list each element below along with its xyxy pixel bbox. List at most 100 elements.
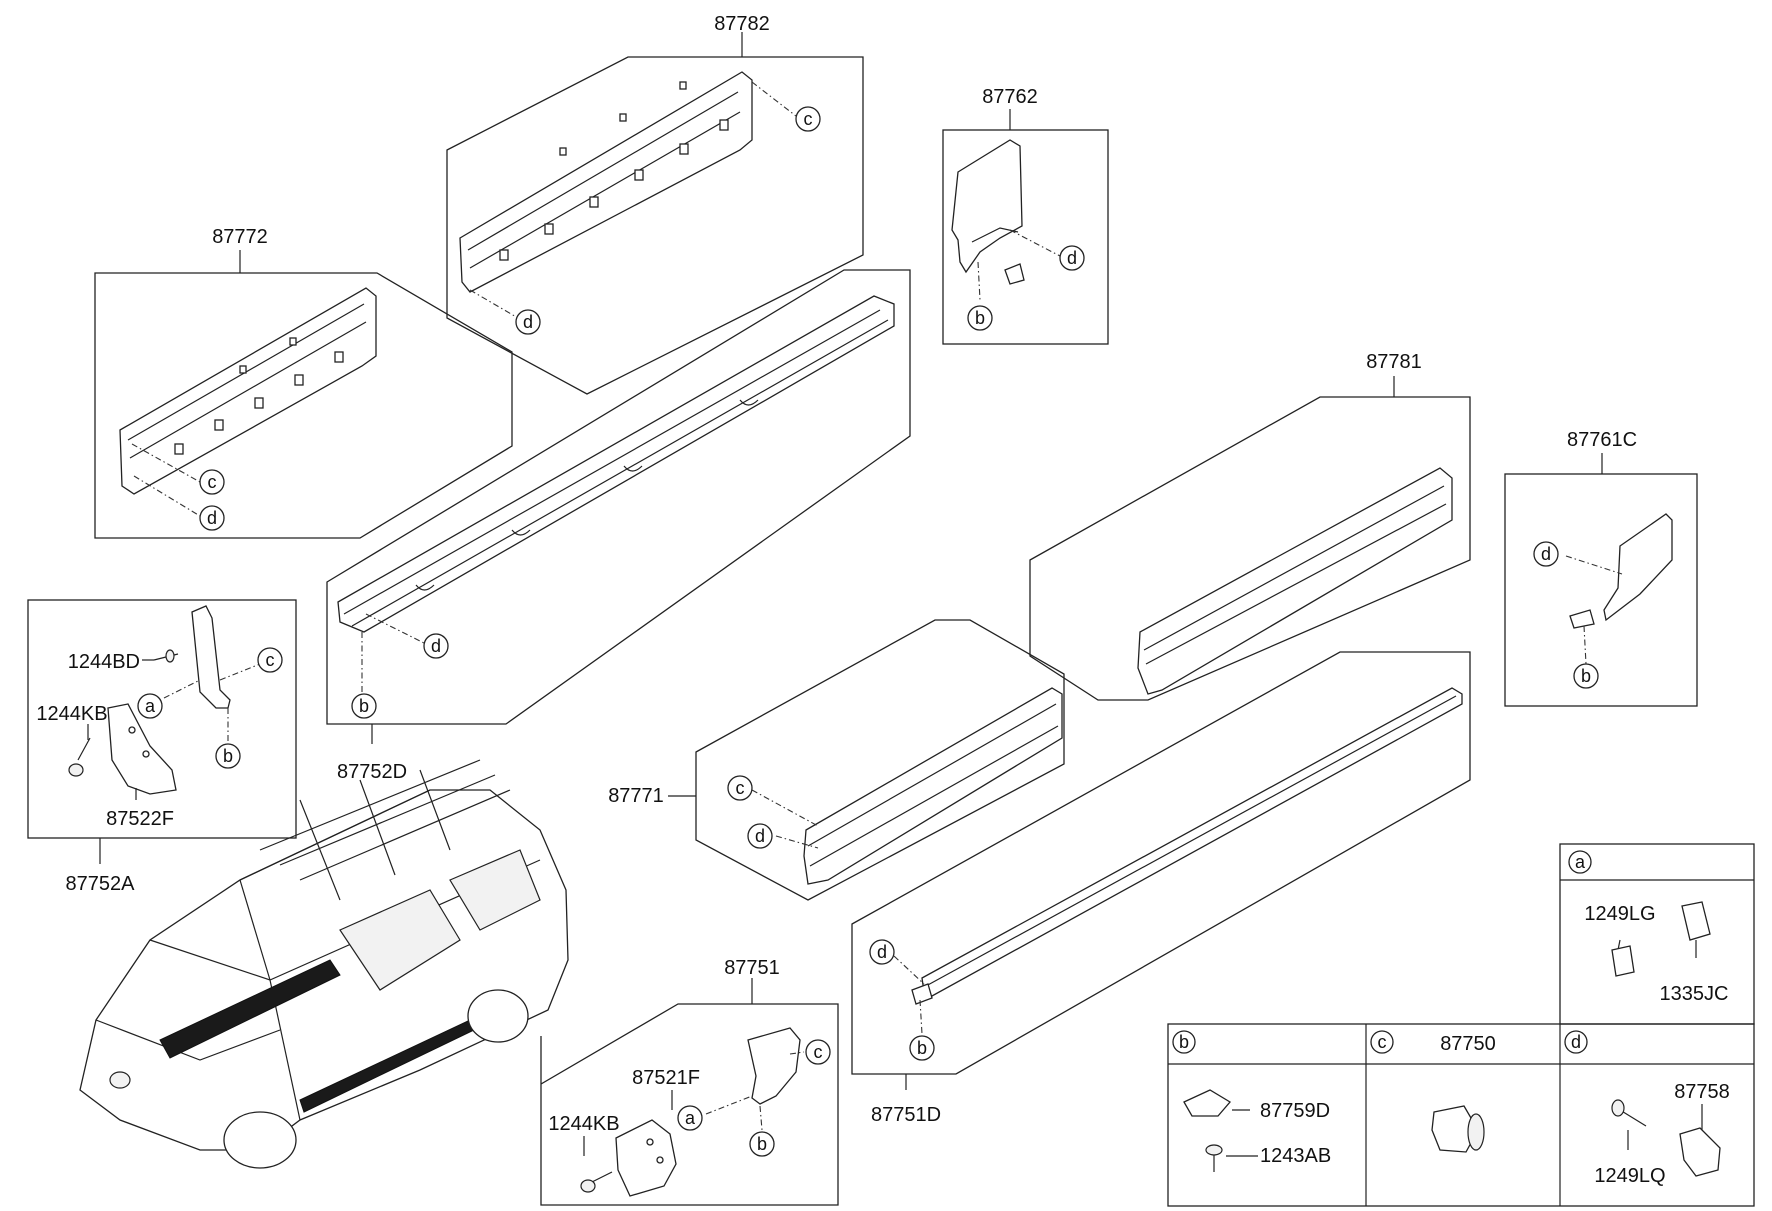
callout-d-87762: d [1059,245,1085,271]
legend-header-b: b [1172,1030,1196,1054]
label-87761C: 87761C [1567,429,1637,451]
callout-d-87771: d [747,823,773,849]
svg-text:b: b [1179,1032,1189,1052]
label-87762: 87762 [982,86,1038,108]
callout-d-87782: d [515,309,541,335]
callout-c-87751: c [805,1039,831,1065]
part-87521F-mudguard [615,1119,677,1197]
panel-87772: 87772 [94,226,513,539]
callout-d-87772: d [199,505,225,531]
svg-text:c: c [208,472,217,492]
svg-text:b: b [223,746,233,766]
svg-text:d: d [877,942,887,962]
part-87522F-mudguard [107,703,177,795]
legend-header-c: c [1370,1030,1394,1054]
svg-text:c: c [266,650,275,670]
svg-text:d: d [1067,248,1077,268]
svg-text:a: a [145,696,156,716]
van-highlight-strip [159,959,341,1059]
clip-row-87772 [174,337,344,455]
callout-d-87761C: d [1533,541,1559,567]
svg-text:c: c [804,109,813,129]
legend-d-parts: 87758 1249LQ [1594,1081,1729,1187]
notches-87752D [415,399,759,591]
callout-b-87751: b [749,1131,775,1157]
svg-text:d: d [431,636,441,656]
label-1249LG: 1249LG [1584,903,1655,925]
part-87752A-bracket [191,605,231,709]
svg-text:d: d [1541,544,1551,564]
label-87752D: 87752D [337,761,407,783]
part-87762 [951,139,1023,274]
legend-a-parts: 1249LG 1335JC [1584,901,1729,1005]
label-87771: 87771 [608,785,664,807]
callout-d-87751D: d [869,939,895,965]
label-87752A: 87752A [66,873,136,895]
panel-87752D: 87752D [326,269,911,783]
label-87522F: 87522F [106,808,174,830]
van-illustration [79,759,569,1169]
label-87782: 87782 [714,13,770,35]
callout-c-87772: c [199,469,225,495]
part-87761C [1603,513,1673,622]
callout-d-87752D: d [423,633,449,659]
screw-1244KB-a [68,737,91,777]
svg-text:b: b [975,308,985,328]
svg-text:b: b [1581,666,1591,686]
legend-header-a: a [1568,850,1592,874]
svg-text:a: a [1575,852,1586,872]
svg-text:c: c [814,1042,823,1062]
label-87521F: 87521F [632,1067,700,1089]
label-87758: 87758 [1674,1081,1730,1103]
panel-87751: 87751 1244KB 87521F [540,957,839,1206]
callout-b-87752D: b [351,693,377,719]
panel-87782: 87782 [446,13,864,395]
legend-row-bcd [1167,1023,1755,1207]
label-1335JC: 1335JC [1660,983,1729,1005]
label-1249LQ: 1249LQ [1594,1165,1665,1187]
callout-b-87762: b [967,305,993,331]
label-1243AB: 1243AB [1260,1145,1331,1167]
screw-1244BD [153,649,179,663]
part-87772-molding [119,287,377,495]
legend-b-parts: 87759D 1243AB [1183,1089,1331,1172]
panel-87781: 87781 [1029,351,1471,701]
callouts: c d c d d b d b d b c a b c d d b c a b … [137,106,1599,1157]
svg-text:d: d [755,826,765,846]
panel-87761C: 87761C [1504,429,1698,707]
svg-text:d: d [523,312,533,332]
label-87759D: 87759D [1260,1100,1330,1122]
panel-87752A: 87752A 1244BD 1244KB 87522F [27,599,297,895]
clip-row-87782 [499,81,729,261]
legend-c-parts: 87750 [1431,1033,1496,1153]
callout-c-87752A: c [257,647,283,673]
label-1244BD: 1244BD [68,651,140,673]
legend-table: 1249LG 1335JC 87759D 1243AB 87750 87758 [1167,843,1755,1207]
svg-text:d: d [207,508,217,528]
callout-b-87751D: b [909,1035,935,1061]
callout-a-87752A: a [137,693,163,719]
label-1244KB-a: 1244KB [36,703,107,725]
svg-text:a: a [685,1108,696,1128]
legend-header-d: d [1564,1030,1588,1054]
svg-text:b: b [757,1134,767,1154]
callout-c-87771: c [727,775,753,801]
panel-87771: 87771 [608,619,1065,901]
svg-text:b: b [917,1038,927,1058]
part-87751-bracket [747,1027,801,1105]
svg-text:b: b [359,696,369,716]
part-87752D-sill [337,295,895,633]
label-87772: 87772 [212,226,268,248]
label-87751: 87751 [724,957,780,979]
callout-c-87782: c [795,106,821,132]
callout-b-87752A: b [215,743,241,769]
label-1244KB-b: 1244KB [548,1113,619,1135]
panel-87751D: 87751D [851,651,1471,1126]
svg-text:c: c [736,778,745,798]
label-87750: 87750 [1440,1033,1496,1055]
label-87781: 87781 [1366,351,1422,373]
svg-text:c: c [1378,1032,1387,1052]
svg-text:d: d [1571,1032,1581,1052]
panel-87762: 87762 [942,86,1109,345]
